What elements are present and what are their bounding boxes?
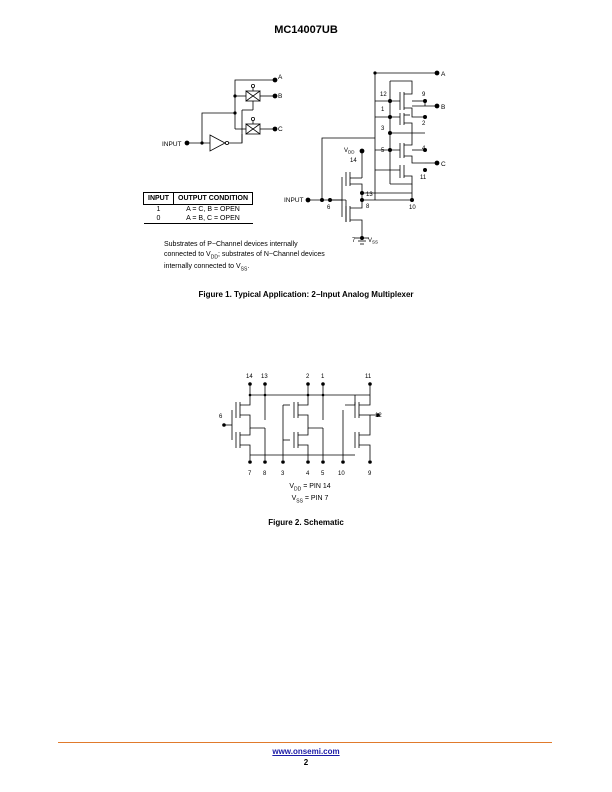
truth-table-header-input: INPUT [143, 192, 174, 205]
fig1-pin-11: 11 [420, 175, 427, 181]
fig2-pin-13: 13 [261, 374, 268, 380]
fig1-pin-12: 12 [380, 92, 387, 98]
fig1-right-input-label: INPUT [284, 197, 304, 204]
fig1-vss-label: VSS [368, 238, 378, 245]
fig2-pin-8: 8 [263, 471, 267, 477]
fig1-pin-7: 7 [352, 238, 356, 244]
fig1-right-output-a: A [441, 71, 446, 78]
truth-table: INPUT OUTPUT CONDITION 1 A = C, B = OPEN… [143, 192, 253, 224]
footer-divider [58, 742, 552, 743]
fig1-pin-8: 8 [366, 204, 370, 210]
fig1-pin-10: 10 [409, 205, 416, 211]
fig1-left-output-a: A [278, 74, 283, 81]
figure1-transistor-schematic: A B C 12 9 1 2 3 5 4 11 14 13 8 10 6 7 I… [284, 70, 446, 245]
pin-notes: VDD = PIN 14 VSS = PIN 7 [270, 482, 350, 507]
footer-website-link[interactable]: www.onsemi.com [272, 747, 340, 756]
fig1-pin-3: 3 [381, 126, 385, 132]
fig1-left-output-b: B [278, 93, 282, 100]
fig2-pin-2: 2 [306, 374, 310, 380]
fig2-pin-10: 10 [338, 471, 345, 477]
fig1-pin-6: 6 [327, 205, 331, 211]
fig1-pin-1: 1 [381, 107, 385, 113]
fig1-pin-2: 2 [422, 121, 426, 127]
fig2-pin-1: 1 [321, 374, 325, 380]
page-title: MC14007UB [274, 24, 338, 36]
fig1-left-output-c: C [278, 126, 283, 133]
figure1-logic-symbol: INPUT A B C [162, 74, 283, 152]
page-number: 2 [303, 758, 309, 767]
fig2-pin-14: 14 [246, 374, 253, 380]
fig1-vdd-label: VDD [344, 148, 355, 155]
fig1-left-input-label: INPUT [162, 141, 182, 148]
substrate-note: Substrates of P−Channel devices internal… [164, 241, 325, 273]
vdd-pin-note: VDD = PIN 14 [289, 483, 331, 493]
truth-table-header-output: OUTPUT CONDITION [173, 192, 253, 205]
fig1-pin-9: 9 [422, 92, 426, 98]
fig2-pin-7: 7 [248, 471, 252, 477]
fig2-pin-12: 12 [375, 413, 382, 419]
fig2-pin-11: 11 [365, 374, 372, 380]
fig2-pin-5: 5 [321, 471, 325, 477]
figure2-caption: Figure 2. Schematic [268, 518, 344, 527]
fig2-pin-3: 3 [281, 471, 285, 477]
fig1-pin-14: 14 [350, 158, 357, 164]
fig1-right-output-c: C [441, 161, 446, 168]
table-row: 0 A = B, C = OPEN [143, 214, 253, 224]
fig2-pin-6: 6 [219, 414, 223, 420]
fig1-pin-4: 4 [422, 146, 426, 152]
vss-pin-note: VSS = PIN 7 [291, 495, 329, 505]
fig1-right-output-b: B [441, 104, 445, 111]
table-row: 1 A = C, B = OPEN [156, 206, 240, 213]
figure2-schematic: 14 13 2 1 11 6 12 7 8 3 4 5 10 9 [219, 374, 382, 477]
figure1-caption: Figure 1. Typical Application: 2−Input A… [198, 290, 414, 299]
fig2-pin-4: 4 [306, 471, 310, 477]
fig2-pin-9: 9 [368, 471, 372, 477]
fig1-pin-13: 13 [366, 192, 373, 198]
fig1-pin-5: 5 [381, 148, 385, 154]
